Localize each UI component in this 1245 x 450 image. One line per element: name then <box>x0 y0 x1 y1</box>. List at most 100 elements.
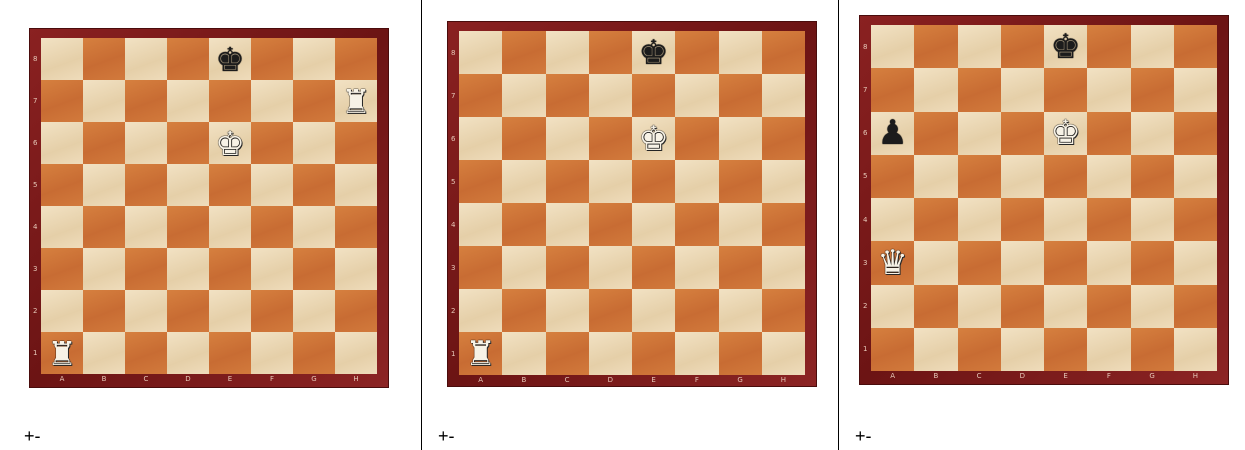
square-a2 <box>41 290 83 332</box>
square-d8 <box>589 31 632 74</box>
square-h2 <box>762 289 805 332</box>
file-label: F <box>1087 372 1130 380</box>
square-g6 <box>293 122 335 164</box>
square-c5 <box>546 160 589 203</box>
square-c7 <box>125 80 167 122</box>
square-g3 <box>719 246 762 289</box>
square-d1 <box>589 332 632 375</box>
square-b6 <box>502 117 545 160</box>
rank-label: 4 <box>451 221 455 229</box>
square-d3 <box>1001 241 1044 284</box>
square-a8 <box>41 38 83 80</box>
square-g2 <box>293 290 335 332</box>
square-e4 <box>1044 198 1087 241</box>
rank-label: 2 <box>863 302 867 310</box>
square-d5 <box>167 164 209 206</box>
square-f6 <box>251 122 293 164</box>
file-label: E <box>209 375 251 383</box>
square-h8 <box>335 38 377 80</box>
square-f2 <box>675 289 718 332</box>
square-a5 <box>871 155 914 198</box>
rank-label: 2 <box>451 307 455 315</box>
file-label: D <box>167 375 209 383</box>
square-c3 <box>125 248 167 290</box>
square-a6 <box>459 117 502 160</box>
file-label: H <box>1174 372 1217 380</box>
square-a4 <box>871 198 914 241</box>
square-h6 <box>335 122 377 164</box>
square-g6 <box>1131 112 1174 155</box>
rank-label: 2 <box>33 307 37 315</box>
square-e5 <box>209 164 251 206</box>
square-f3 <box>251 248 293 290</box>
black-king-icon: ♚ <box>215 43 245 76</box>
white-king-icon: ♚ <box>215 127 245 160</box>
square-e1 <box>209 332 251 374</box>
square-a4 <box>41 206 83 248</box>
square-c8 <box>125 38 167 80</box>
square-d6 <box>589 117 632 160</box>
square-e8: ♚ <box>1044 25 1087 68</box>
rank-label: 5 <box>863 172 867 180</box>
square-a2 <box>459 289 502 332</box>
square-b2 <box>502 289 545 332</box>
square-f5 <box>675 160 718 203</box>
square-g2 <box>1131 285 1174 328</box>
square-c4 <box>958 198 1001 241</box>
square-c2 <box>546 289 589 332</box>
square-a1: ♜ <box>41 332 83 374</box>
square-a5 <box>459 160 502 203</box>
square-h7: ♜ <box>335 80 377 122</box>
square-a4 <box>459 203 502 246</box>
evaluation-text: +- <box>855 426 872 447</box>
square-b8 <box>83 38 125 80</box>
black-king-icon: ♚ <box>638 36 668 70</box>
square-f6 <box>1087 112 1130 155</box>
black-king-icon: ♚ <box>1050 30 1080 64</box>
square-a7 <box>41 80 83 122</box>
square-d3 <box>589 246 632 289</box>
file-label: G <box>719 376 762 384</box>
square-b3 <box>914 241 957 284</box>
square-f1 <box>1087 328 1130 371</box>
square-e2 <box>1044 285 1087 328</box>
square-c5 <box>125 164 167 206</box>
square-c7 <box>958 68 1001 111</box>
square-d7 <box>1001 68 1044 111</box>
square-d7 <box>167 80 209 122</box>
square-e2 <box>632 289 675 332</box>
square-b2 <box>914 285 957 328</box>
square-a1: ♜ <box>459 332 502 375</box>
square-g8 <box>719 31 762 74</box>
square-e2 <box>209 290 251 332</box>
square-b3 <box>502 246 545 289</box>
square-h3 <box>335 248 377 290</box>
square-c2 <box>958 285 1001 328</box>
square-e6: ♚ <box>1044 112 1087 155</box>
square-h6 <box>762 117 805 160</box>
square-g4 <box>1131 198 1174 241</box>
square-a5 <box>41 164 83 206</box>
square-b4 <box>914 198 957 241</box>
square-b1 <box>83 332 125 374</box>
square-h7 <box>762 74 805 117</box>
square-b7 <box>502 74 545 117</box>
square-e1 <box>1044 328 1087 371</box>
file-label: A <box>41 375 83 383</box>
square-c6 <box>958 112 1001 155</box>
square-h5 <box>1174 155 1217 198</box>
chessboard: ♚♚♜ <box>459 31 805 375</box>
square-f3 <box>675 246 718 289</box>
rank-label: 8 <box>863 43 867 51</box>
square-a7 <box>459 74 502 117</box>
rank-label: 6 <box>451 135 455 143</box>
square-f2 <box>1087 285 1130 328</box>
square-g8 <box>1131 25 1174 68</box>
square-g1 <box>1131 328 1174 371</box>
rank-label: 1 <box>863 345 867 353</box>
square-a6: ♟ <box>871 112 914 155</box>
chessboard: ♚♟♚♛ <box>871 25 1217 371</box>
white-rook-icon: ♜ <box>465 337 495 371</box>
square-e8: ♚ <box>209 38 251 80</box>
